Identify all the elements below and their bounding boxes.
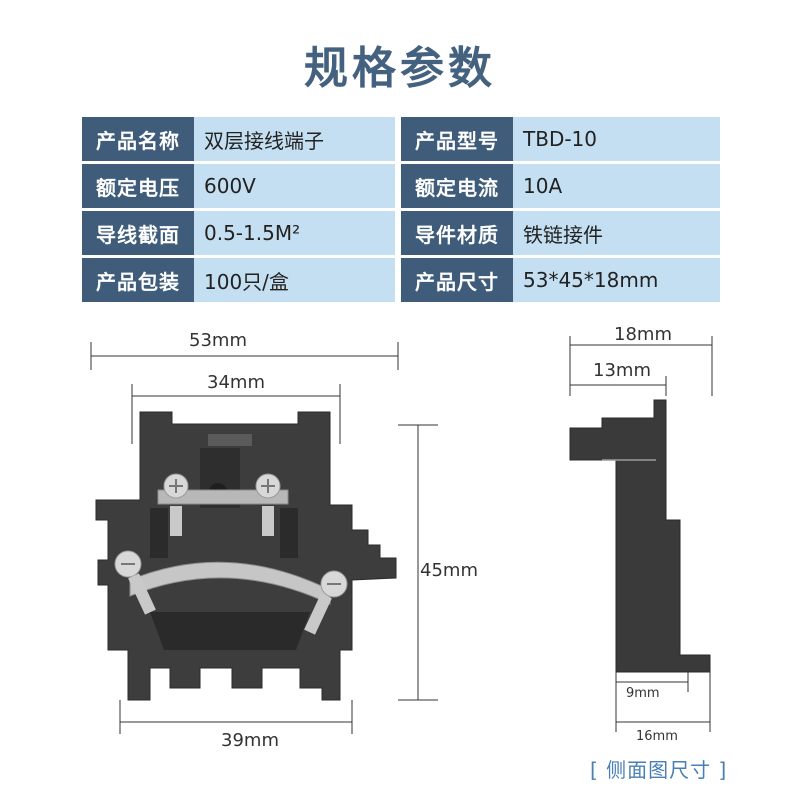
dim-front-width: 53mm (189, 330, 247, 351)
spec-value-material: 铁链接件 (513, 211, 720, 255)
spec-label-model: 产品型号 (401, 117, 513, 161)
spec-label-wire-section: 导线截面 (82, 211, 194, 255)
spec-value-product-name: 双层接线端子 (194, 117, 395, 161)
dim-side-foot-inner: 9mm (626, 686, 660, 701)
terminal-block-side-image (569, 399, 711, 673)
dim-front-base-width: 39mm (221, 730, 279, 751)
spec-value-size: 53*45*18mm (513, 258, 720, 302)
side-view-caption: [ 侧面图尺寸 ] (590, 758, 728, 782)
spec-value-model: TBD-10 (513, 117, 720, 161)
dim-front-inner-width: 34mm (207, 372, 265, 393)
dim-front-height: 45mm (420, 560, 478, 581)
spec-label-size: 产品尺寸 (401, 258, 513, 302)
dim-side-foot-width: 16mm (636, 729, 678, 744)
spec-value-rated-voltage: 600V (194, 164, 395, 208)
spec-table: 产品名称 双层接线端子 产品型号 TBD-10 额定电压 600V 额定电流 1… (82, 117, 720, 302)
spec-label-product-name: 产品名称 (82, 117, 194, 161)
spec-value-wire-section: 0.5-1.5M² (194, 211, 395, 255)
dim-side-inner-width: 13mm (593, 360, 651, 381)
spec-label-rated-voltage: 额定电压 (82, 164, 194, 208)
spec-label-material: 导件材质 (401, 211, 513, 255)
page-title: 规格参数 (304, 43, 496, 94)
spec-label-rated-current: 额定电流 (401, 164, 513, 208)
spec-value-rated-current: 10A (513, 164, 720, 208)
front-dimension-lines (90, 342, 438, 734)
spec-label-packaging: 产品包装 (82, 258, 194, 302)
spec-value-packaging: 100只/盒 (194, 258, 395, 302)
terminal-block-front-image (95, 411, 397, 701)
dim-side-width: 18mm (614, 324, 672, 345)
side-dimension-lines (569, 336, 713, 732)
